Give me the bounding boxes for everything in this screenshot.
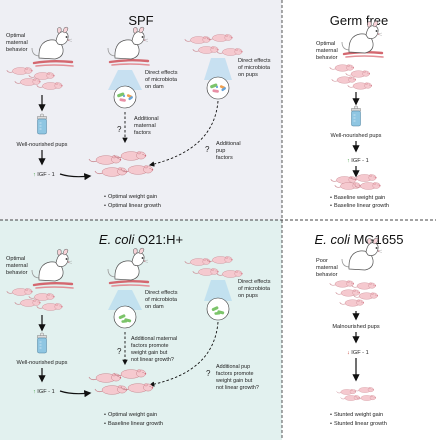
ecoli-o21-outcome: •Baseline linear growth [104,421,163,427]
ecoli-o21-panel: E. coli O21:H+ Optimal maternal behavior… [6,232,272,427]
ecoli-o21-question-mark: ? [206,369,211,378]
spf-arrow-to-pups [59,173,92,181]
ecoli-o21-question-mark: ? [117,347,122,356]
ecoli-o21-direct-pups-label: Direct effects of microbiota on pups [238,279,272,299]
spf-maternal-factors-label: Additional maternal factors [134,116,160,136]
ecoli-mg1655-outcome: •Stunted linear growth [330,421,387,427]
ecoli-mg1655-litter-pup [335,289,361,297]
spf-pup-dashed-arrow [148,100,219,167]
germ-free-panel: Germ free Optimal maternal behavior Well… [316,13,389,209]
germ-free-state-label: Well-nourished pups [331,133,382,139]
germ-free-litter-pup [331,76,357,84]
spf-bottle-icon [37,113,47,135]
ecoli-o21-direct-dam-label: Direct effects of microbiota on dam [145,290,179,310]
germ-free-behavior-label: Optimal maternal behavior [316,41,339,61]
spf-state-label: Well-nourished pups [17,142,68,148]
ecoli-o21-pup-microbiota-circle [206,297,230,321]
ecoli-o21-behavior-label: Optimal maternal behavior [6,256,29,276]
germ-free-litter-pup [345,70,371,78]
germ-free-igf-label: ↑IGF - 1 [347,158,369,164]
spf-dam-beam [108,70,142,90]
spf-outcome: •Optimal weight gain [104,194,157,200]
ecoli-o21-igf-label: ↑IGF - 1 [33,389,55,395]
ecoli-mg1655-outcome: •Stunted weight gain [330,412,383,418]
spf-igf-label: ↑IGF - 1 [33,172,55,178]
ecoli-o21-bottle-icon [37,332,47,354]
ecoli-mg1655-result-pup [354,386,375,393]
ecoli-mg1655-litter-pup [351,282,377,290]
ecoli-mg1655-title: E. coli MG1655 [315,232,404,247]
ecoli-o21-dam-beam [108,290,142,310]
spf-pup-microbiota-circle [206,76,230,100]
germ-free-title: Germ free [330,13,389,28]
germ-free-outcome: •Baseline linear growth [330,203,389,209]
ecoli-mg1655-result-pup [336,388,357,395]
spf-question-mark: ? [205,145,210,154]
spf-title: SPF [128,13,153,28]
ecoli-o21-title: E. coli O21:H+ [99,232,183,247]
ecoli-o21-arrow-to-pups [59,390,92,398]
germ-free-litter-pup [329,64,355,72]
ecoli-mg1655-litter-pup [329,280,355,288]
germ-free-litter-pup [347,82,373,90]
ecoli-mg1655-panel: E. coli MG1655 Poor maternal behavior Ma… [315,232,404,427]
spf-panel: SPF Optimal maternal behavior Well-nouri… [6,13,272,209]
germ-free-outcome: •Baseline weight gain [330,195,385,201]
spf-question-mark: ? [117,125,122,134]
ecoli-o21-pup-factors-label: Additional pup factors promote weight ga… [215,364,259,391]
spf-direct-dam-label: Direct effects of microbiota on dam [145,70,179,90]
ecoli-o21-pup-dashed-arrow [148,321,219,387]
spf-pup-beam [204,58,232,80]
ecoli-mg1655-litter-pup [339,299,365,307]
ecoli-o21-pup-beam [204,280,232,301]
ecoli-mg1655-igf-label: ↓IGF - 1 [347,350,369,356]
spf-dam-microbiota-circle [113,85,137,109]
ecoli-o21-dam-microbiota-circle [113,305,137,329]
spf-direct-pups-label: Direct effects of microbiota on pups [238,58,272,78]
spf-pup-factors-label: Additional pup factors [216,141,242,161]
ecoli-o21-maternal-factors-label: Additional maternal factors promote weig… [130,336,179,363]
germ-free-result-pup [334,181,361,190]
ecoli-o21-state-label: Well-nourished pups [17,360,68,366]
ecoli-o21-outcome: •Optimal weight gain [104,412,157,418]
spf-behavior-label: Optimal maternal behavior [6,33,29,53]
ecoli-mg1655-behavior-label: Poor maternal behavior [316,258,339,278]
germ-free-result-pup [330,175,357,184]
ecoli-mg1655-state-label: Malnourished pups [332,324,379,330]
germ-free-bottle-icon [351,105,361,127]
spf-outcome: •Optimal linear growth [104,203,161,209]
